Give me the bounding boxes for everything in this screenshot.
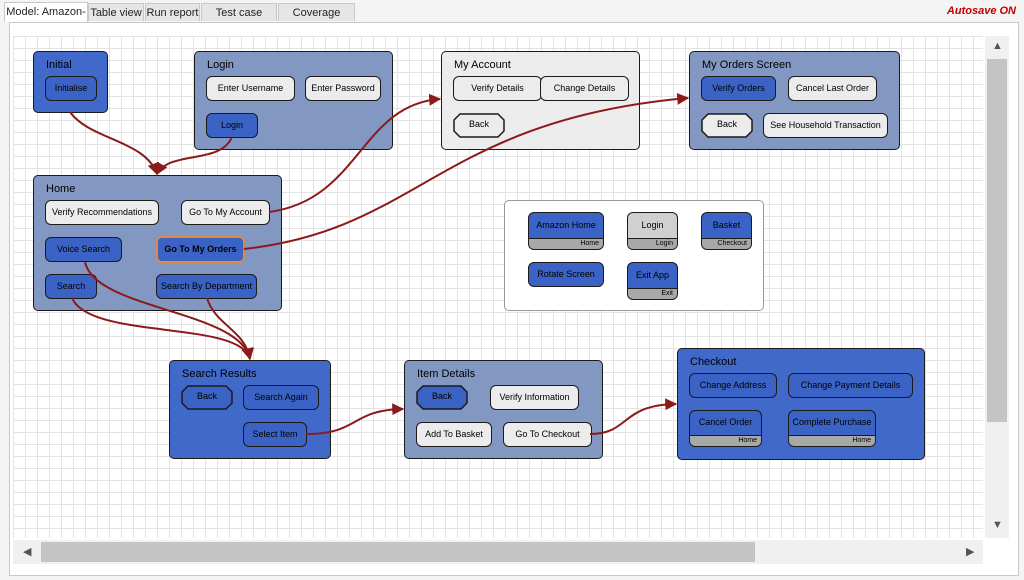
action-select-item[interactable]: Select Item <box>243 422 307 447</box>
action-go-to-my-account[interactable]: Go To My Account <box>181 200 270 225</box>
action-rotate-screen[interactable]: Rotate Screen <box>528 262 604 287</box>
action-basket[interactable]: Basket Checkout <box>701 212 752 250</box>
action-label: Back <box>716 119 737 129</box>
action-label: Amazon Home <box>536 220 596 230</box>
action-back[interactable]: Back <box>701 113 753 138</box>
action-amazon-home[interactable]: Amazon Home Home <box>528 212 604 250</box>
action-back[interactable]: Back <box>181 385 233 410</box>
node-title: Initial <box>46 59 72 71</box>
action-label: Basket <box>712 220 741 230</box>
node-checkout[interactable]: Checkout Change Address Change Payment D… <box>677 348 925 460</box>
action-target: Exit <box>628 288 677 299</box>
node-initial[interactable]: Initial Initialise <box>33 51 108 113</box>
node-login[interactable]: Login Enter Username Enter Password Logi… <box>194 51 393 150</box>
action-complete-purchase[interactable]: Complete Purchase Home <box>788 410 876 447</box>
action-label: Cancel Order <box>698 417 753 427</box>
node-title: Item Details <box>417 368 476 380</box>
action-voice-search[interactable]: Voice Search <box>45 237 122 262</box>
action-target: Checkout <box>702 238 751 249</box>
action-verify-details[interactable]: Verify Details <box>453 76 542 101</box>
action-change-address[interactable]: Change Address <box>689 373 777 398</box>
tab-bar: Model: Amazon-6 Table view Run report Te… <box>0 0 1024 37</box>
action-search[interactable]: Search <box>45 274 97 299</box>
action-enter-password[interactable]: Enter Password <box>305 76 381 101</box>
octagon-shape <box>416 385 468 410</box>
node-home[interactable]: Home Verify Recommendations Go To My Acc… <box>33 175 282 311</box>
global-actions-panel[interactable]: Amazon Home Home Login Login Basket Chec… <box>504 200 764 311</box>
action-label: Complete Purchase <box>792 417 872 427</box>
action-go-to-my-orders[interactable]: Go To My Orders <box>156 236 245 263</box>
node-title: Home <box>46 183 76 195</box>
action-label: Back <box>196 391 217 401</box>
node-my-orders-screen[interactable]: My Orders Screen Verify Orders Cancel La… <box>689 51 900 150</box>
action-verify-recommendations[interactable]: Verify Recommendations <box>45 200 159 225</box>
autosave-indicator: Autosave ON <box>946 5 1016 17</box>
scroll-up-icon[interactable]: ▲ <box>992 40 1003 52</box>
action-search-by-department[interactable]: Search By Department <box>156 274 257 299</box>
scroll-down-icon[interactable]: ▼ <box>992 519 1003 531</box>
action-exit-app[interactable]: Exit App Exit <box>627 262 678 300</box>
scroll-right-icon[interactable]: ▶ <box>966 546 975 558</box>
action-add-to-basket[interactable]: Add To Basket <box>416 422 492 447</box>
node-title: Checkout <box>690 356 737 368</box>
action-change-details[interactable]: Change Details <box>540 76 629 101</box>
action-back[interactable]: Back <box>416 385 468 410</box>
action-label: Back <box>468 119 489 129</box>
node-item-details[interactable]: Item Details Back Verify Information Add… <box>404 360 603 459</box>
node-title: Search Results <box>182 368 257 380</box>
action-cancel-last-order[interactable]: Cancel Last Order <box>788 76 877 101</box>
node-search-results[interactable]: Search Results Back Search Again Select … <box>169 360 331 459</box>
node-my-account[interactable]: My Account Verify Details Change Details… <box>441 51 640 150</box>
action-target: Home <box>690 435 761 446</box>
action-label: Exit App <box>635 270 670 280</box>
horizontal-scrollbar[interactable]: ◀ ▶ <box>13 540 983 564</box>
tab-model[interactable]: Model: Amazon-6 <box>4 2 88 36</box>
node-title: Login <box>207 59 234 71</box>
tab-table-view[interactable]: Table view <box>88 3 144 21</box>
tab-test-case-report[interactable]: Test case report <box>201 3 277 37</box>
vertical-scrollbar[interactable]: ▲ ▼ <box>985 36 1009 538</box>
action-enter-username[interactable]: Enter Username <box>206 76 295 101</box>
action-cancel-order[interactable]: Cancel Order Home <box>689 410 762 447</box>
vertical-scroll-thumb[interactable] <box>987 59 1007 422</box>
octagon-shape <box>181 385 233 410</box>
action-back[interactable]: Back <box>453 113 505 138</box>
octagon-shape <box>701 113 753 138</box>
tab-run-report[interactable]: Run report <box>145 3 200 21</box>
action-initialise[interactable]: Initialise <box>45 76 97 101</box>
scroll-left-icon[interactable]: ◀ <box>23 546 32 558</box>
action-verify-orders[interactable]: Verify Orders <box>701 76 776 101</box>
action-go-to-checkout[interactable]: Go To Checkout <box>503 422 592 447</box>
action-target: Home <box>529 238 603 249</box>
action-label: Back <box>431 391 452 401</box>
tab-coverage-report[interactable]: Coverage report <box>278 3 355 37</box>
node-title: My Account <box>454 59 511 71</box>
action-label: Login <box>641 220 664 230</box>
action-search-again[interactable]: Search Again <box>243 385 319 410</box>
action-target: Login <box>628 238 677 249</box>
node-title: My Orders Screen <box>702 59 792 71</box>
action-change-payment-details[interactable]: Change Payment Details <box>788 373 913 398</box>
action-target: Home <box>789 435 875 446</box>
action-login-global[interactable]: Login Login <box>627 212 678 250</box>
action-see-household-transaction[interactable]: See Household Transaction <box>763 113 888 138</box>
horizontal-scroll-thumb[interactable] <box>41 542 755 562</box>
action-verify-information[interactable]: Verify Information <box>490 385 579 410</box>
action-login[interactable]: Login <box>206 113 258 138</box>
